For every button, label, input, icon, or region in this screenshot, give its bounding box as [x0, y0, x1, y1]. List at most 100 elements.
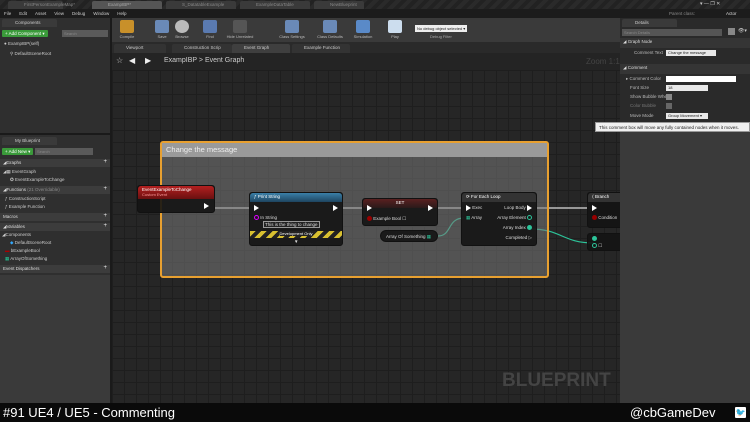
loop-body-pin[interactable]: Loop Body — [504, 205, 532, 211]
doc-tab[interactable]: S_DatatableExample — [166, 1, 236, 9]
color-bubble-checkbox[interactable] — [666, 103, 672, 109]
exec-pin[interactable]: Exec — [466, 205, 482, 211]
array-index-pin[interactable]: Array Index — [503, 225, 532, 231]
add-variable-icon[interactable]: + — [103, 223, 107, 229]
details-tab[interactable]: Details — [622, 19, 677, 27]
exec-in-pin[interactable] — [254, 205, 259, 211]
expand-arrow-icon[interactable]: ▼ — [294, 239, 299, 244]
doc-tab[interactable]: ExampleDataTable — [240, 1, 310, 9]
exec-out-pin[interactable] — [333, 205, 338, 211]
add-macro-icon[interactable]: + — [103, 213, 107, 219]
tab-example-function[interactable]: Example Function — [292, 44, 350, 53]
exec-out-pin[interactable] — [204, 203, 209, 209]
equals-node[interactable]: ☐ — [587, 233, 620, 251]
tab-viewport[interactable]: Viewport — [114, 44, 166, 53]
section-graph-node[interactable]: ◢ Graph Node — [620, 38, 750, 48]
graph-item-eventgraph[interactable]: ◢▦ EventGraph — [3, 169, 36, 174]
my-blueprint-tab[interactable]: My Blueprint — [2, 137, 57, 145]
variable-item[interactable]: ◆ DefaultSceneRoot — [10, 240, 52, 245]
doc-tab-active[interactable]: ExampIBP* — [92, 1, 162, 9]
input-pin[interactable] — [592, 236, 597, 242]
grid-view-icon[interactable] — [728, 28, 735, 35]
play-button[interactable]: Play — [380, 20, 410, 39]
simulation-button[interactable]: Simulation — [348, 20, 378, 39]
section-macros[interactable]: Macros+ — [0, 213, 110, 221]
in-string-pin[interactable]: In String — [254, 215, 277, 221]
input-pin-2[interactable]: ☐ — [592, 243, 602, 249]
condition-pin[interactable]: Condition — [592, 215, 617, 221]
exec-in-pin[interactable] — [592, 205, 597, 211]
blueprint-search[interactable]: Search — [35, 148, 93, 155]
class-settings-button[interactable]: Class Settings — [274, 20, 310, 39]
menu-asset[interactable]: Asset — [35, 11, 47, 16]
label: ExampIBP(self) — [7, 41, 40, 46]
completed-pin[interactable]: Completed ▷ — [505, 235, 532, 240]
in-string-field[interactable]: This is the thing to change — [263, 221, 320, 228]
doc-tab[interactable]: FirstPersonExampleMap* — [8, 1, 75, 9]
find-button[interactable]: Find — [195, 20, 225, 39]
array-element-pin[interactable]: Array Element — [497, 215, 532, 221]
example-bool-pin[interactable]: Example Bool ☐ — [367, 216, 406, 222]
debug-object-select[interactable]: No debug object selected ▾ — [415, 25, 468, 32]
class-defaults-button[interactable]: Class Defaults — [312, 20, 348, 39]
details-search[interactable]: Search Details — [622, 29, 722, 36]
set-node[interactable]: SET Example Bool ☐ — [362, 198, 438, 226]
tab-construction-script[interactable]: Construction Scrip — [172, 44, 232, 53]
section-variables[interactable]: ◢Variables+ — [0, 223, 110, 231]
print-string-node[interactable]: ƒ Print String In String This is the thi… — [249, 192, 343, 246]
save-button[interactable]: Save — [147, 20, 177, 39]
compile-button[interactable]: Compile — [112, 20, 142, 39]
menu-debug[interactable]: Debug — [71, 11, 86, 16]
comment-text-field[interactable]: Change the message — [666, 50, 716, 56]
menu-window[interactable]: Window — [93, 11, 110, 16]
back-arrow-icon[interactable]: ◀ — [129, 56, 136, 65]
comment-color-swatch[interactable] — [666, 76, 736, 82]
breadcrumb-root[interactable]: ExampIBP — [164, 57, 197, 64]
add-function-icon[interactable]: + — [103, 186, 107, 192]
function-item[interactable]: ƒ ConstructionScript — [5, 196, 46, 201]
branch-node[interactable]: ⟨ Branch Condition — [587, 192, 620, 228]
components-search[interactable]: Search — [62, 30, 108, 37]
component-default-scene-root[interactable]: ⚲ DefaultSceneRoot — [10, 51, 52, 56]
for-each-loop-node[interactable]: ⟳ For Each Loop Exec ▦ Array Loop Body A… — [461, 192, 537, 246]
favorite-star-icon[interactable]: ☆ — [116, 56, 124, 65]
exec-in-pin[interactable] — [367, 205, 372, 211]
forward-arrow-icon[interactable]: ▶ — [145, 56, 152, 65]
tab-event-graph[interactable]: Event Graph — [232, 44, 290, 53]
menu-edit[interactable]: Edit — [19, 11, 28, 16]
menu-view[interactable]: View — [54, 11, 64, 16]
add-new-button[interactable]: + Add New ▾ — [2, 148, 34, 155]
array-of-something-node[interactable]: Array Of Something ▦ — [380, 230, 438, 242]
components-tab[interactable]: Components — [2, 19, 57, 27]
comment-title[interactable]: Change the message — [162, 143, 547, 157]
variable-item[interactable]: ▬ bExampleBool — [5, 248, 40, 253]
section-graphs[interactable]: ◢Graphs+ — [0, 159, 110, 167]
browse-button[interactable]: Browse — [167, 20, 197, 39]
graph-item-event[interactable]: ✪ EventExampleToChange — [10, 177, 65, 182]
variable-item[interactable]: ▦ ArrayOfSomething — [5, 256, 48, 261]
function-item[interactable]: ƒ Example Function — [5, 204, 45, 209]
hide-unrelated-button[interactable]: Hide Unrelated — [222, 20, 258, 39]
eye-icon[interactable]: 👁▾ — [738, 28, 747, 34]
section-event-dispatchers[interactable]: Event Dispatchers+ — [0, 265, 110, 273]
add-component-button[interactable]: + Add Component ▾ — [2, 30, 48, 37]
section-comment[interactable]: ◢ Comment — [620, 64, 750, 74]
window-controls[interactable]: ▾ — ❐ ✕ — [700, 1, 721, 7]
show-bubble-checkbox[interactable] — [666, 94, 672, 100]
exec-out-pin[interactable] — [428, 205, 433, 211]
my-blueprint-panel: My Blueprint + Add New ▾ Search ◢Graphs+… — [0, 135, 110, 403]
font-size-field[interactable]: 18 — [666, 85, 708, 91]
add-graph-icon[interactable]: + — [103, 159, 107, 165]
menu-help[interactable]: Help — [117, 11, 127, 16]
doc-tab[interactable]: NewBlueprint — [314, 1, 364, 9]
variable-category-components[interactable]: ◢Components — [2, 232, 31, 237]
section-functions[interactable]: ◢Functions (21 Overridable)+ — [0, 186, 110, 194]
array-pin[interactable]: ▦ Array — [466, 215, 483, 220]
menu-file[interactable]: File — [4, 11, 12, 16]
move-mode-select[interactable]: Group Movement ▾ — [666, 113, 708, 119]
component-self[interactable]: ● ExampIBP(self) — [4, 41, 40, 46]
add-dispatcher-icon[interactable]: + — [103, 265, 107, 271]
parent-class-value[interactable]: Actor — [726, 11, 737, 16]
